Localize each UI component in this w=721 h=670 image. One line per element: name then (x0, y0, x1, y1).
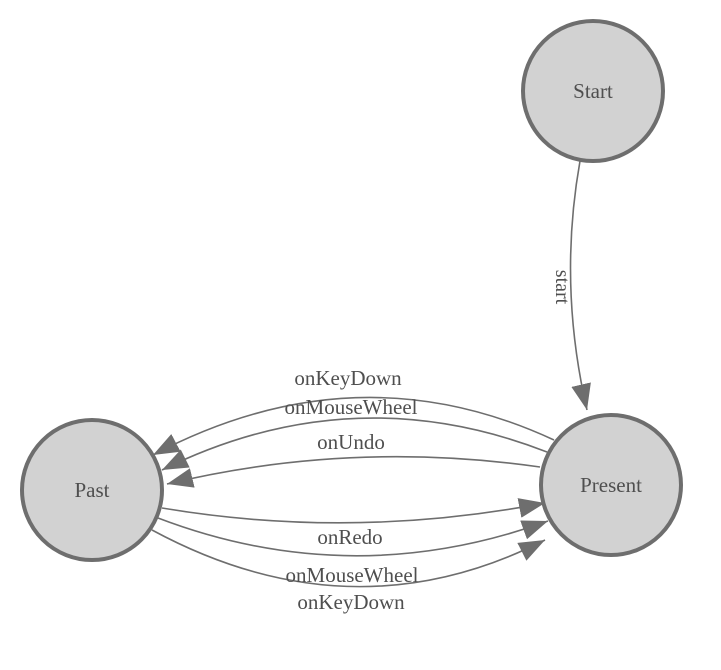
edge-present-to-past-onundo (166, 455, 541, 488)
state-circle-past[interactable] (20, 418, 164, 562)
edge-present-to-past-onkeydown (152, 396, 555, 456)
edge-label-onredo: onRedo (317, 525, 382, 549)
edge-label-onkeydown-top: onKeyDown (294, 366, 402, 390)
state-label-past: Past (74, 478, 109, 502)
state-node-present[interactable] (539, 413, 683, 557)
state-circle-present[interactable] (539, 413, 683, 557)
state-node-start[interactable] (521, 19, 665, 163)
edge-label-start: start (551, 270, 573, 305)
edge-present-to-past-onmousewheel (161, 417, 548, 471)
state-label-start: Start (573, 79, 613, 103)
edge-label-onkeydown-bottom: onKeyDown (297, 590, 405, 614)
edge-past-to-present-onkeydown (151, 529, 546, 588)
edge-label-onmousewheel-top: onMouseWheel (285, 395, 418, 419)
state-label-present: Present (580, 473, 642, 497)
state-node-past[interactable] (20, 418, 164, 562)
edge-label-onmousewheel-bottom: onMouseWheel (286, 563, 419, 587)
edge-label-onundo: onUndo (317, 430, 385, 454)
edge-start-to-present (569, 160, 591, 411)
edge-past-to-present-onredo (161, 498, 546, 524)
state-circle-start[interactable] (521, 19, 665, 163)
edge-past-to-present-onmousewheel (157, 517, 549, 557)
